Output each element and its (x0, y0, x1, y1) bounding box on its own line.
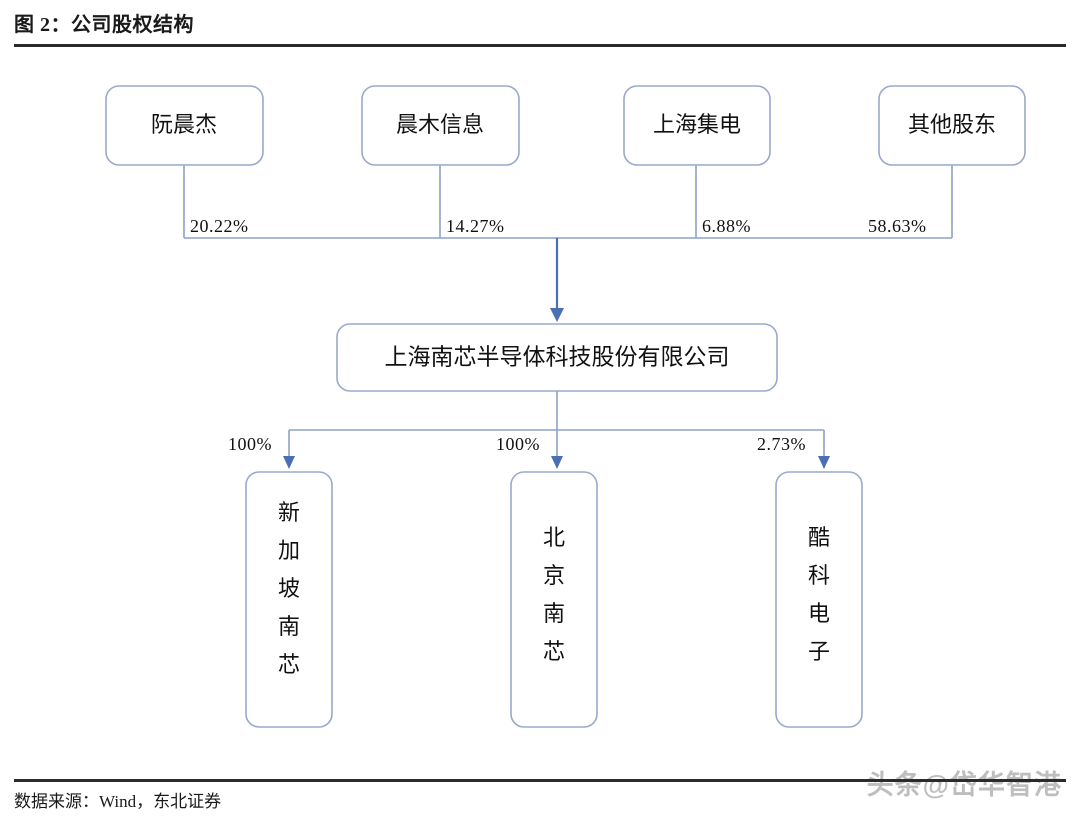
node-shareholder-2[interactable]: 晨木信息 (361, 85, 520, 166)
node-box-shareholder-4[interactable] (878, 85, 1026, 166)
stake-label-shareholder-3: 6.88% (702, 216, 751, 236)
node-label-shareholder-4: 其他股东 (908, 112, 996, 137)
node-company[interactable]: 上海南芯半导体科技股份有限公司 (336, 323, 778, 392)
node-box-subsidiary-2[interactable] (510, 471, 598, 728)
node-subsidiary-2[interactable]: 北京南芯 (510, 471, 598, 728)
node-label-subsidiary-2: 北京南芯 (543, 525, 565, 664)
source-label: 数据来源：Wind，东北证券 (14, 792, 222, 811)
node-box-shareholder-1[interactable] (105, 85, 264, 166)
node-shareholder-3[interactable]: 上海集电 (623, 85, 771, 166)
stake-label-shareholder-4: 58.63% (868, 216, 927, 236)
node-shareholder-4[interactable]: 其他股东 (878, 85, 1026, 166)
company-inbound-arrow (550, 238, 564, 322)
subsidiary-connectors (283, 391, 830, 469)
page-title: 图 2：公司股权结构 (14, 14, 194, 36)
stake-label-shareholder-2: 14.27% (446, 216, 505, 236)
arrowhead-down-icon-1 (283, 456, 295, 469)
node-label-company: 上海南芯半导体科技股份有限公司 (385, 344, 730, 369)
node-shareholder-1[interactable]: 阮晨杰 (105, 85, 264, 166)
title-divider (14, 44, 1066, 47)
ownership-structure-diagram: 20.22% 14.27% 6.88% 58.63% 100% 100% 2.7… (105, 85, 1026, 728)
arrowhead-down-icon (550, 308, 564, 322)
node-box-company[interactable] (336, 323, 778, 392)
node-label-shareholder-2: 晨木信息 (396, 112, 484, 137)
footer-divider (14, 779, 1066, 782)
shareholder-connectors (183, 165, 953, 239)
node-subsidiary-3[interactable]: 酷科电子 (775, 471, 863, 728)
node-box-shareholder-2[interactable] (361, 85, 520, 166)
stake-label-shareholder-1: 20.22% (190, 216, 249, 236)
stake-label-subsidiary-3: 2.73% (757, 434, 806, 454)
node-label-shareholder-1: 阮晨杰 (151, 112, 217, 137)
node-box-shareholder-3[interactable] (623, 85, 771, 166)
node-box-subsidiary-3[interactable] (775, 471, 863, 728)
stake-label-subsidiary-1: 100% (228, 434, 272, 454)
node-label-subsidiary-1: 新加坡南芯 (278, 500, 300, 677)
node-label-subsidiary-3: 酷科电子 (808, 525, 830, 664)
node-box-subsidiary-1[interactable] (245, 471, 333, 728)
figure-header: 图 2：公司股权结构 (14, 12, 1066, 47)
arrowhead-down-icon-2 (551, 456, 563, 469)
stake-label-subsidiary-2: 100% (496, 434, 540, 454)
node-subsidiary-1[interactable]: 新加坡南芯 (245, 471, 333, 728)
node-label-shareholder-3: 上海集电 (653, 112, 741, 137)
figure-footer: 数据来源：Wind，东北证券 (14, 779, 1066, 814)
arrowhead-down-icon-3 (818, 456, 830, 469)
